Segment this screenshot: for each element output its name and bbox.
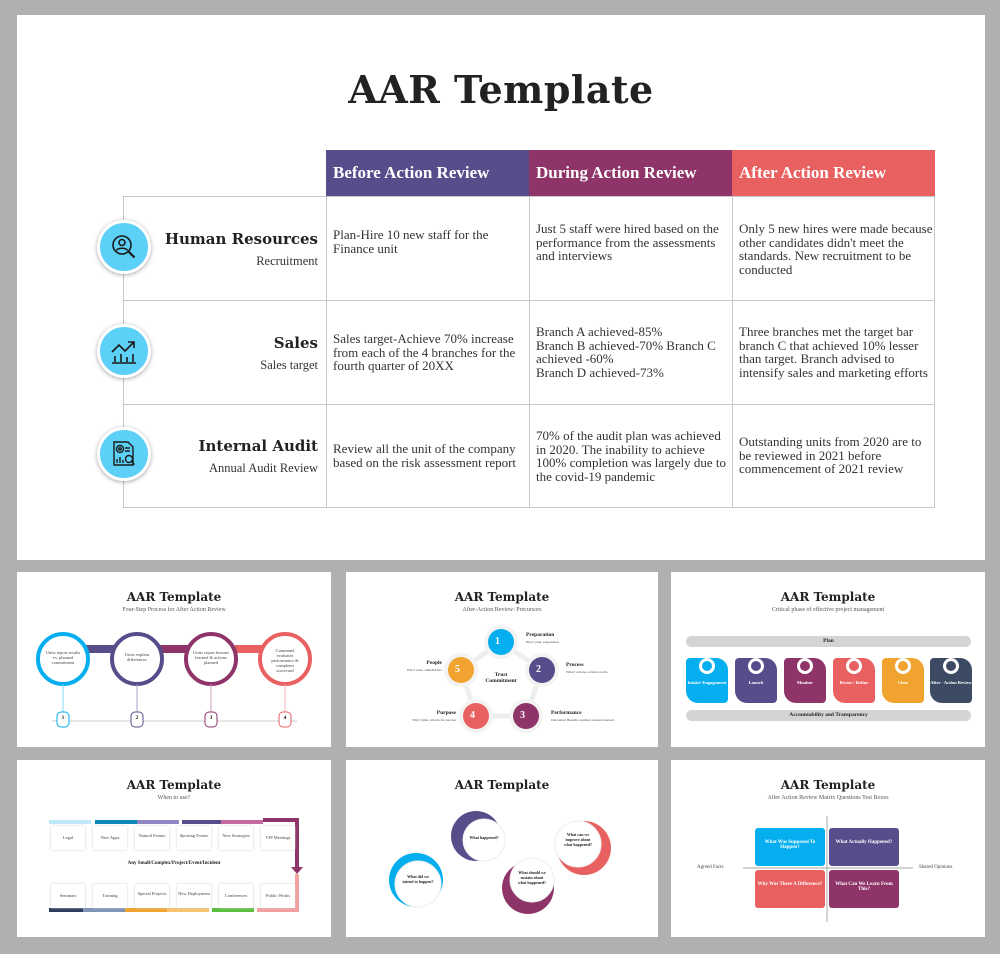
cell-audit-after: Outstanding units from 2020 are to be re… [739,434,922,476]
thumbnail-subtitle: After Action Review Matrix Questions Tes… [767,795,889,801]
item-desc: Who? roles, stakeholders [406,668,442,672]
thumbnail-title: AAR Template [780,590,876,604]
item-label: Process [566,662,584,668]
item-label: Preparation [526,632,555,638]
thumbnail-questions[interactable]: AAR Template What did we intend to happe… [346,760,658,937]
question-text: What should we sustain about what happen… [517,870,547,885]
item-desc: How? plan, preparation [526,640,559,644]
matrix-axes [743,816,913,922]
accountability-label: Accountability and Transparency [789,712,868,718]
thumbnail-title: AAR Template [126,590,222,604]
cell-audit-before: Review all the unit of the company based… [333,441,517,470]
column-header-after: After Action Review [732,150,935,196]
cell-sales-before: Sales target-Achieve 70% increase from e… [333,331,516,373]
step-text: Units report results vs. planned commitm… [45,650,81,665]
plan-bar: Plan [686,636,971,647]
step-number: 2 [135,715,139,721]
cell-sales-during: Branch A achieved-85% Branch B achieved-… [536,324,716,380]
matrix-box: What Can We Learn From This? [829,870,899,908]
row-title-sales: Sales [273,334,318,352]
four-step-diagram [36,632,312,728]
item-label: Purpose [436,710,456,716]
thumbnail-title: AAR Template [780,778,876,792]
growth-chart-icon [97,324,151,378]
thumbnail-subtitle: Four-Step Process for After Action Revie… [122,607,226,613]
plan-label: Plan [823,638,834,644]
item-number: 2 [536,664,541,675]
recruitment-search-icon [97,220,151,274]
phase-card: After - Action Review [930,658,972,703]
matrix-box: What Was Supposed To Happen? [755,828,825,866]
thumbnail-subtitle: When to use? [157,795,191,801]
pentagon-diagram [444,625,559,733]
accountability-bar: Accountability and Transparency [686,710,971,721]
item-number: 4 [470,710,475,721]
column-header-before: Before Action Review [326,150,529,196]
thumbnail-title: AAR Template [454,778,550,792]
thumbnail-title: AAR Template [454,590,550,604]
cell-sales-after: Three branches met the target bar branch… [739,324,928,380]
matrix-box: What Actually Happened? [829,828,899,866]
right-axis-label: Shared Opinions [919,865,953,870]
item-number: 5 [455,664,460,675]
cell-hr-during: Just 5 staff were hired based on the per… [536,221,719,263]
page-title: AAR Template [348,67,654,112]
thumbnail-subtitle: After-Action Review: Precursors [462,607,542,613]
cell-hr-before: Plan-Hire 10 new staff for the Finance u… [333,227,489,256]
item-desc: Outcomes: Benefits realized, lessons lea… [551,718,614,722]
center-label: Trust Commitment [485,672,517,684]
main-slide[interactable]: AAR Template Before Action Review During… [17,15,985,560]
thumbnail-four-step-process[interactable]: AAR Template Four-Step Process for After… [17,572,331,747]
row-title-hr: Human Resources [164,230,318,248]
bottom-row: Seminars Training Special Projects New D… [51,884,325,908]
crescent-diagram [389,811,611,914]
step-number: 3 [209,715,213,721]
item-number: 1 [495,636,500,647]
step-number: 4 [283,715,287,721]
phase-icons [699,658,959,674]
thumbnail-precursors[interactable]: AAR Template After-Action Review: Precur… [346,572,658,747]
step-text: Command evaluates performance & complete… [271,648,299,673]
thumbnail-project-phases[interactable]: AAR Template Critical phase of effective… [671,572,985,747]
left-axis-label: Agreed Facts [697,865,724,870]
question-text: What can we improve about what happened? [563,832,593,847]
item-desc: Why? aims, criteria for success [412,718,456,722]
row-subtitle-hr: Recruitment [256,254,318,268]
item-label: Performance [551,710,582,716]
column-header-during: During Action Review [529,150,732,196]
step-number: 1 [61,715,65,721]
row-subtitle-sales: Sales target [260,358,318,372]
flow-arrows [49,818,303,912]
question-text: What did we intend to happen? [402,874,434,884]
step-text: Units explain differences [124,652,150,662]
item-number: 3 [520,710,525,721]
grid-line [326,196,327,508]
item-label: People [426,660,442,666]
grid-line [529,196,530,508]
item-desc: What? actions, action records [566,670,608,674]
row-subtitle-audit: Annual Audit Review [208,461,318,475]
audit-report-icon [97,427,151,481]
step-text: Units report lessons learned & actions p… [193,650,229,665]
thumbnail-matrix[interactable]: AAR Template After Action Review Matrix … [671,760,985,937]
row-title-audit: Internal Audit [198,437,318,455]
thumbnail-when-to-use[interactable]: AAR Template When to use? Any Small/Comp… [17,760,331,937]
question-text: What happened? [469,835,499,840]
center-label: Any Small/Complex/Project/Event/Incident [127,861,221,866]
cell-audit-during: 70% of the audit plan was achieved in 20… [536,428,727,484]
grid-line [934,196,935,508]
thumbnail-title: AAR Template [126,778,222,792]
grid-line [732,196,733,508]
thumbnail-subtitle: Critical phase of effective project mana… [771,607,885,613]
top-row: Legal New Apps Natural Events Sporting E… [51,826,325,850]
cell-hr-after: Only 5 new hires were made because other… [739,221,933,277]
matrix-box: Why Was There A Difference? [755,870,825,908]
